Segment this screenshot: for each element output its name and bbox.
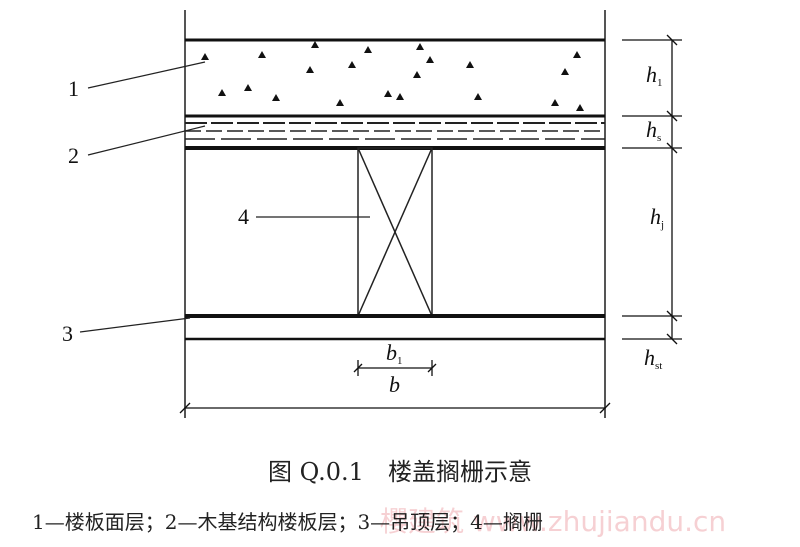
label-1: 1 xyxy=(68,76,79,101)
aggregate-mark xyxy=(311,41,319,48)
aggregate-mark xyxy=(272,94,280,101)
aggregate-mark xyxy=(561,68,569,75)
dim-b: b xyxy=(389,372,400,397)
watermark: 櫻建筑 www.zhujiandu.cn xyxy=(380,505,727,538)
dim-b1: b1 xyxy=(386,340,403,367)
aggregate-mark xyxy=(576,104,584,111)
aggregate-mark xyxy=(466,61,474,68)
height-dimension-chain xyxy=(622,34,682,345)
aggregate-mark xyxy=(384,90,392,97)
aggregate-mark xyxy=(364,46,372,53)
aggregate-mark xyxy=(201,53,209,60)
aggregate-mark xyxy=(413,71,421,78)
aggregate-mark xyxy=(336,99,344,106)
dim-hs: hs xyxy=(646,117,661,144)
figure-caption: 图 Q.0.1 楼盖搁栅示意 xyxy=(268,458,532,486)
dim-hst: hst xyxy=(644,345,662,372)
label-2: 2 xyxy=(68,143,79,168)
aggregate-mark xyxy=(396,93,404,100)
dim-hj: hj xyxy=(650,204,664,231)
aggregate-mark xyxy=(426,56,434,63)
aggregate-mark xyxy=(306,66,314,73)
dim-h1: h1 xyxy=(646,62,663,89)
aggregate-mark xyxy=(474,93,482,100)
label-3: 3 xyxy=(62,321,73,346)
leader-lines xyxy=(79,61,370,333)
width-dimension-b xyxy=(353,360,437,376)
aggregate-mark xyxy=(416,43,424,50)
aggregate-mark xyxy=(258,51,266,58)
overall-width-dimension xyxy=(179,402,611,414)
wood-panel-layer xyxy=(185,122,605,150)
floor-surface-layer xyxy=(185,38,605,118)
label-4: 4 xyxy=(238,204,249,229)
aggregate-mark xyxy=(218,89,226,96)
aggregate-mark xyxy=(348,61,356,68)
aggregate-mark xyxy=(244,84,252,91)
joist xyxy=(357,147,433,317)
ceiling-layer xyxy=(185,314,605,341)
aggregate-mark xyxy=(573,51,581,58)
figure-notes: 1—楼板面层；2—木基结构楼板层；3—吊顶层；4—搁栅 xyxy=(32,510,543,534)
aggregate-mark xyxy=(551,99,559,106)
